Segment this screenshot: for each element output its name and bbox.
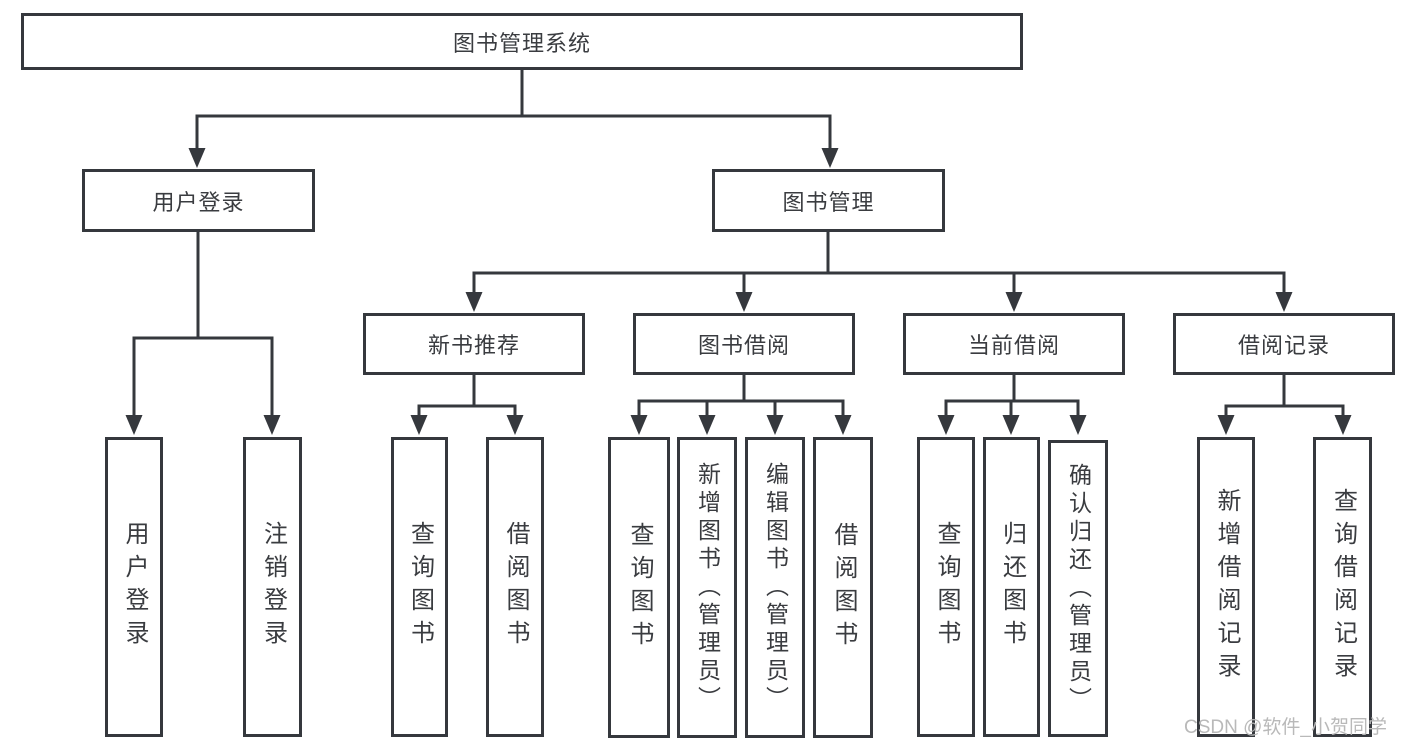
arrowheads-user-login <box>125 415 281 435</box>
csdn-watermark: CSDN @软件_小贺同学 <box>1184 717 1387 738</box>
connector-new-book <box>417 375 517 419</box>
node-leaf-query-borrow-record: 查询借阅记录 <box>1313 437 1372 737</box>
node-leaf-add-borrow-record: 新增借阅记录 <box>1197 437 1255 737</box>
node-leaf-borrow-book-1: 借阅图书 <box>486 437 544 737</box>
connector-borrow-records <box>1224 375 1345 419</box>
node-book-borrow: 图书借阅 <box>633 313 855 375</box>
arrowheads-borrow-records <box>1217 415 1352 435</box>
node-leaf-user-login: 用户登录 <box>105 437 163 737</box>
node-leaf-query-book-3: 查询图书 <box>917 437 975 737</box>
connector-user-login <box>132 232 274 418</box>
connector-level2 <box>195 70 832 152</box>
arrowheads-new-book <box>410 415 524 435</box>
node-leaf-query-book-1: 查询图书 <box>391 437 448 737</box>
node-leaf-return-book: 归还图书 <box>983 437 1040 737</box>
arrowheads-level3 <box>465 292 1293 312</box>
arrowheads-level2 <box>188 148 839 168</box>
node-new-book-recommend: 新书推荐 <box>363 313 585 375</box>
node-current-borrow: 当前借阅 <box>903 313 1125 375</box>
node-leaf-query-book-2: 查询图书 <box>608 437 670 738</box>
node-root-system: 图书管理系统 <box>21 13 1023 70</box>
node-leaf-confirm-return-admin: 确认归还（管理员） <box>1048 440 1108 737</box>
arrowheads-book-borrow <box>630 415 852 435</box>
node-leaf-add-book-admin: 新增图书（管理员） <box>677 437 737 738</box>
node-borrow-records: 借阅记录 <box>1173 313 1395 375</box>
arrowheads-current-borrow <box>937 415 1087 435</box>
connector-current-borrow <box>944 375 1080 419</box>
connector-level3 <box>472 232 1286 296</box>
node-leaf-edit-book-admin: 编辑图书（管理员） <box>745 437 805 738</box>
connector-book-borrow <box>637 375 845 419</box>
node-user-login: 用户登录 <box>82 169 315 232</box>
node-leaf-logout: 注销登录 <box>243 437 302 737</box>
node-leaf-borrow-book-2: 借阅图书 <box>813 437 873 738</box>
node-book-management: 图书管理 <box>712 169 945 232</box>
